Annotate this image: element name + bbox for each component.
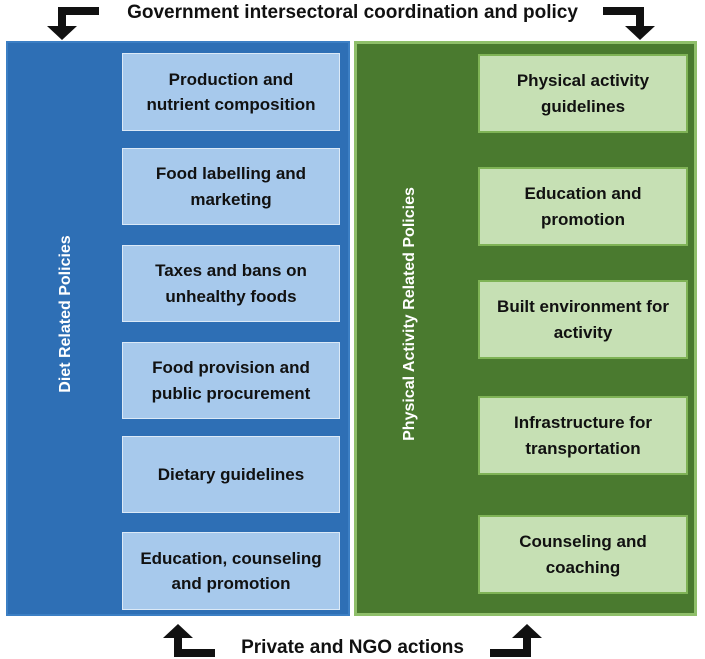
diet-panel-title: Diet Related Policies — [57, 235, 74, 393]
pa-panel-title: Physical Activity Related Policies — [401, 187, 418, 441]
diet-item: Dietary guidelines — [122, 436, 340, 513]
diet-policies-panel — [6, 41, 350, 616]
bottom-caption: Private and NGO actions — [241, 637, 464, 658]
top-caption: Government intersectoral coordination an… — [127, 2, 578, 23]
